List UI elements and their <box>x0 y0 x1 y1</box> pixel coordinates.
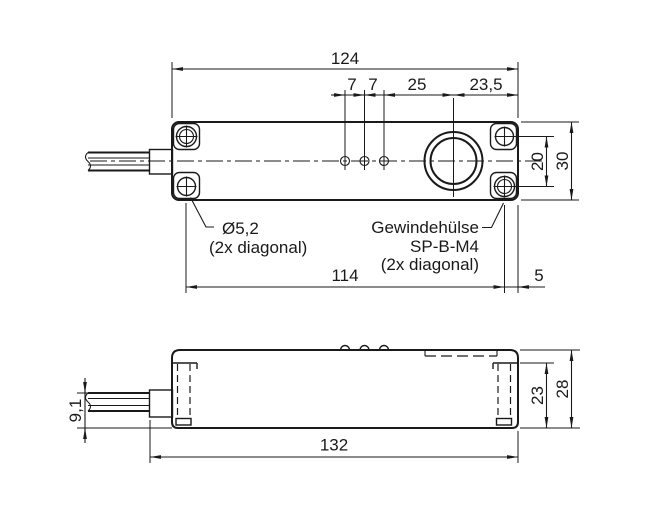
dim-holes-to-lens-label: 25 <box>408 75 427 94</box>
hidden-lens-recess <box>424 350 498 357</box>
dim-screw-pitch-horizontal-label: 114 <box>331 266 358 285</box>
threaded-sleeve-icon-top-left <box>175 125 198 148</box>
hidden-screw-channels <box>175 364 513 426</box>
cable-break-icon <box>84 152 92 171</box>
cover-lip <box>172 362 518 369</box>
dim-cable-offset-label: 9,1 <box>66 399 85 423</box>
top-bumps <box>339 344 390 351</box>
dim-lens-to-edge-label: 23,5 <box>469 75 502 94</box>
hole-callout-line2: (2x diagonal) <box>209 238 307 257</box>
corner-pad-top-left <box>172 122 201 151</box>
dim-hole-pitch-a-label: 7 <box>347 75 356 94</box>
cable-gland-top <box>148 148 174 175</box>
dim-side-overall-length-label: 132 <box>320 436 348 455</box>
corner-pad-bottom-left <box>172 171 201 200</box>
housing-outline-side <box>171 349 519 429</box>
sleeve-callout-line1: Gewindehülse <box>371 218 479 237</box>
top-view <box>84 98 545 201</box>
mounting-hole-icon-bottom-left <box>176 176 197 197</box>
dim-overall-length-label: 124 <box>331 49 359 68</box>
sleeve-callout-line2: SP-B-M4 <box>410 237 479 256</box>
sleeve-callout-line3: (2x diagonal) <box>381 255 479 274</box>
screw-boss-right <box>495 417 513 426</box>
dim-screw-pitch-vertical-label: 20 <box>528 152 547 171</box>
dim-body-height-label: 23 <box>528 386 547 405</box>
hole-callout-leader <box>190 197 214 228</box>
dim-screw-to-edge-label: 5 <box>534 266 543 285</box>
cable-top <box>84 151 150 172</box>
dim-overall-height-label: 28 <box>553 380 572 399</box>
cable-gland-side <box>148 389 174 418</box>
corner-pad-bottom-right <box>489 171 518 200</box>
side-view-dimensions: 23 28 132 9,1 <box>66 349 580 463</box>
sleeve-callout-leader <box>482 202 504 229</box>
screw-boss-left <box>175 417 192 426</box>
cable-break-icon-side <box>84 392 92 412</box>
dim-hole-pitch-b-label: 7 <box>368 75 377 94</box>
side-view <box>84 344 519 429</box>
hole-callout-line1: Ø5,2 <box>222 219 259 238</box>
cable-side <box>84 392 150 412</box>
top-view-dimensions: 124 7 7 25 23,5 20 30 114 5 <box>171 49 579 293</box>
dim-overall-width-label: 30 <box>553 152 572 171</box>
